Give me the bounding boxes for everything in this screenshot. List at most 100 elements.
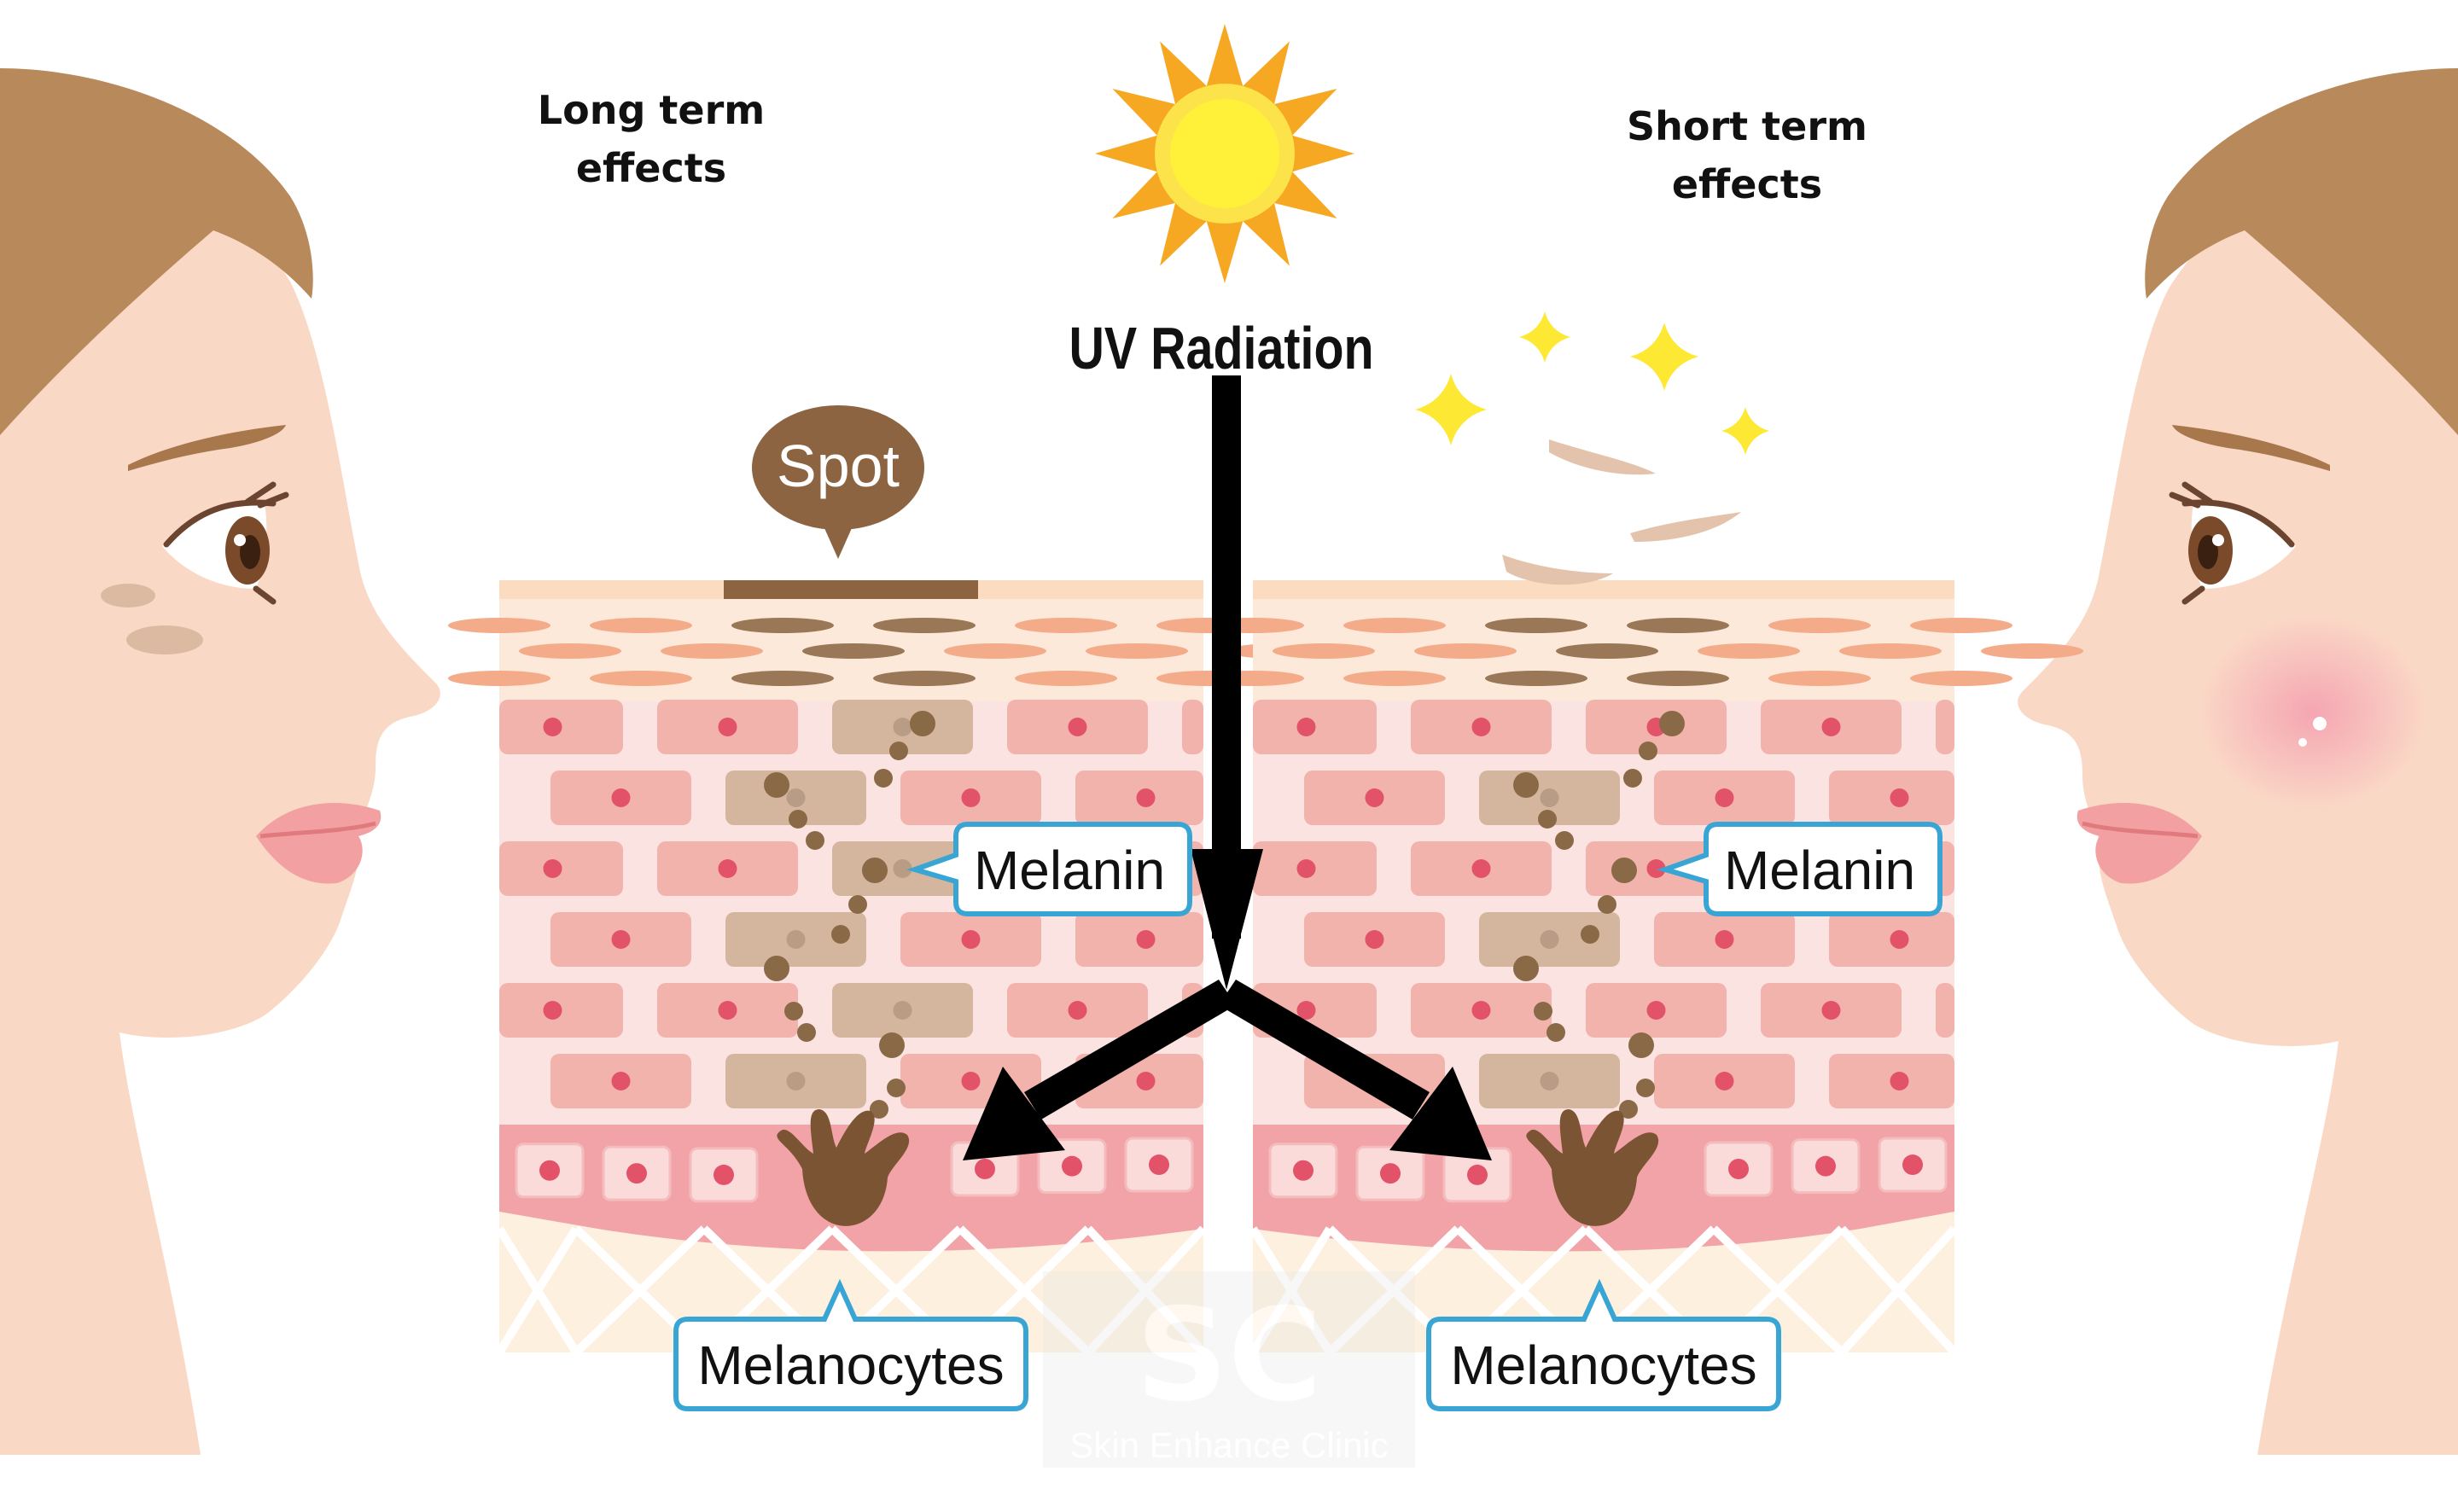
flat-cell (944, 643, 1046, 659)
spot-bubble-tail (821, 520, 855, 559)
flat-cell (1414, 643, 1517, 659)
basal-nucleus (539, 1160, 560, 1181)
cell-nucleus (1821, 1001, 1841, 1020)
melanin-column-left (764, 711, 935, 1226)
spot-label: Spot (777, 433, 900, 499)
cell-nucleus (1890, 788, 1909, 807)
melanin-granule (910, 711, 935, 736)
melanin-granule (1555, 831, 1574, 850)
melanin-granule (1611, 858, 1637, 883)
cell-nucleus (1890, 930, 1909, 949)
right-pupil (2198, 535, 2218, 569)
right-eyebrow (2172, 425, 2330, 471)
flat-cell (731, 618, 834, 633)
cell-nucleus (1821, 718, 1841, 736)
cell-nucleus (718, 859, 737, 878)
flat-cell (1768, 618, 1871, 633)
melanin-granule (874, 769, 893, 788)
cell-nucleus (961, 1072, 981, 1090)
melanin-granule (887, 1079, 906, 1097)
melanin-granule (831, 925, 850, 944)
right-face (2018, 68, 2458, 1455)
sparkle-icon-2 (1519, 311, 1570, 363)
melanin-granule (879, 1032, 905, 1058)
right-stratum-top (1253, 580, 1954, 599)
left-spot-patch (724, 580, 978, 599)
keratinocyte-cell (1936, 983, 1954, 1038)
melanin-granule (1513, 772, 1539, 798)
flat-cell (1839, 643, 1942, 659)
sparkle-icon-3 (1630, 323, 1698, 391)
cell-nucleus (718, 718, 737, 736)
skin-section-left (448, 580, 1330, 1356)
arrow-head-right (1389, 1067, 1492, 1160)
melanin-granule (1581, 925, 1599, 944)
cell-nucleus (1540, 930, 1559, 949)
melanin-granule (806, 831, 824, 850)
cell-nucleus (1540, 788, 1559, 807)
skin-flakes (1502, 439, 1741, 585)
sparkle-icon-1 (1415, 374, 1487, 445)
flat-cell (1910, 618, 2012, 633)
dermis-fiber (1085, 1225, 1207, 1356)
left-lips (256, 803, 382, 884)
cell-nucleus (1068, 1001, 1087, 1020)
flat-cell (1910, 671, 2012, 686)
basal-nucleus (975, 1158, 995, 1179)
short-term-header-line1: Short term (1627, 103, 1867, 149)
sparkles (1415, 311, 1769, 455)
cell-nucleus (543, 718, 562, 736)
melanin-callout-right-box (1657, 822, 1943, 916)
flat-cell (1556, 643, 1658, 659)
melanin-granule (1628, 1032, 1654, 1058)
cell-nucleus (1296, 1001, 1316, 1020)
cell-nucleus (718, 1001, 737, 1020)
cell-nucleus (786, 788, 806, 807)
left-basal-cells (515, 1137, 1194, 1203)
arrow-head-left (963, 1067, 1065, 1160)
left-hair (0, 68, 313, 435)
melanin-granule (1538, 810, 1557, 829)
cell-nucleus (1646, 859, 1666, 878)
melanin-callout-left-box (906, 822, 1192, 916)
flat-cell (1698, 643, 1800, 659)
melanin-granule (1619, 1100, 1638, 1119)
left-spot-2 (126, 625, 203, 654)
melanin-granule (1639, 741, 1657, 760)
flat-cell (873, 671, 976, 686)
melanocytes-label-right: Melanocytes (1450, 1335, 1756, 1396)
basal-nucleus (714, 1164, 734, 1185)
cell-nucleus (1136, 1072, 1156, 1090)
basal-nucleus (626, 1163, 647, 1184)
cell-nucleus (1715, 930, 1734, 949)
cell-nucleus (1715, 788, 1734, 807)
left-face (0, 68, 440, 1455)
melanin-label-right: Melanin (1724, 840, 1915, 901)
flat-cell (1485, 671, 1587, 686)
melanin-callout-left: Melanin (906, 822, 1192, 916)
melanocytes-callout-left-box (673, 1278, 1028, 1411)
cell-nucleus (1136, 788, 1156, 807)
melanin-granule (848, 895, 867, 914)
long-term-header-line1: Long term (538, 87, 765, 133)
right-lips (2076, 803, 2202, 884)
sun-icon (1095, 24, 1354, 283)
cell-nucleus (1365, 788, 1384, 807)
cell-nucleus (1296, 859, 1316, 878)
melanin-granule (1636, 1079, 1655, 1097)
short-term-header-line2: effects (1672, 161, 1822, 207)
cell-nucleus (1068, 718, 1087, 736)
right-basal-cells (1268, 1137, 1948, 1203)
flat-cell (1768, 671, 1871, 686)
watermark-caption: Skin Enhance Clinic (1069, 1425, 1389, 1465)
flat-cell (590, 671, 692, 686)
melanin-granule (789, 810, 807, 829)
right-hair (2145, 68, 2458, 435)
basal-nucleus (1902, 1154, 1923, 1176)
skin-flake-2 (1630, 512, 1741, 542)
melanin-granule (784, 1002, 803, 1021)
melanin-granule (862, 858, 888, 883)
flat-cell (1343, 671, 1446, 686)
arrow-branch-left (1024, 980, 1236, 1119)
melanin-label-left: Melanin (974, 840, 1165, 901)
